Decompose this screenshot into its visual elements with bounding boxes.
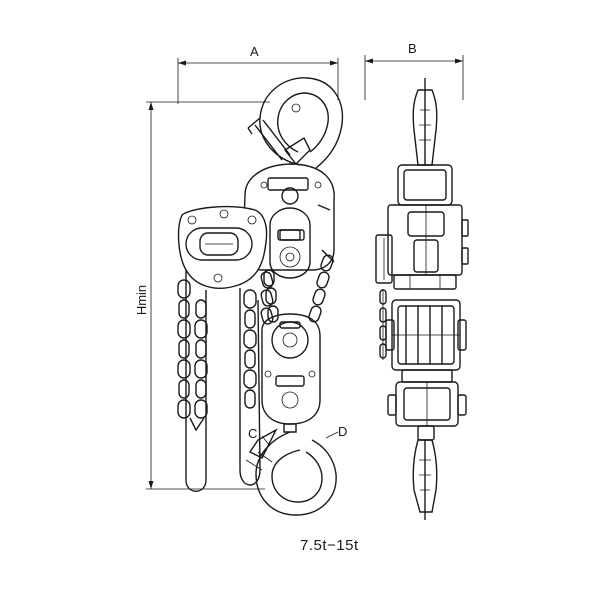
side-hand-chain — [379, 289, 387, 360]
side-upper-frame — [375, 164, 469, 290]
hand-chain — [185, 270, 261, 492]
dim-a-label: A — [250, 44, 259, 59]
dim-hmin-label: Hmin — [134, 285, 149, 315]
capacity-caption: 7.5t−15t — [300, 537, 359, 554]
dim-b-label: B — [408, 41, 417, 56]
side-view — [375, 78, 469, 520]
load-chain-right — [308, 249, 335, 323]
side-lower-block — [385, 299, 467, 427]
dim-d-leader — [325, 431, 339, 439]
hand-chain-links-right — [243, 269, 279, 409]
center-housing — [269, 207, 311, 279]
load-chain-left — [260, 271, 274, 325]
hand-wheel-cover — [177, 205, 268, 289]
dim-c-label: C — [248, 426, 257, 441]
top-hook — [247, 77, 344, 169]
front-view — [177, 77, 344, 516]
hand-chain-links-left — [177, 279, 208, 432]
dimension-a — [177, 58, 339, 104]
side-bottom-hook — [412, 425, 438, 520]
dim-c-leader — [261, 435, 271, 447]
dim-d-label: D — [338, 424, 347, 439]
side-top-hook — [412, 78, 438, 166]
dimension-b — [364, 55, 464, 100]
lower-block — [261, 313, 321, 425]
bottom-hook — [245, 423, 337, 516]
dimension-hmin — [146, 101, 270, 490]
